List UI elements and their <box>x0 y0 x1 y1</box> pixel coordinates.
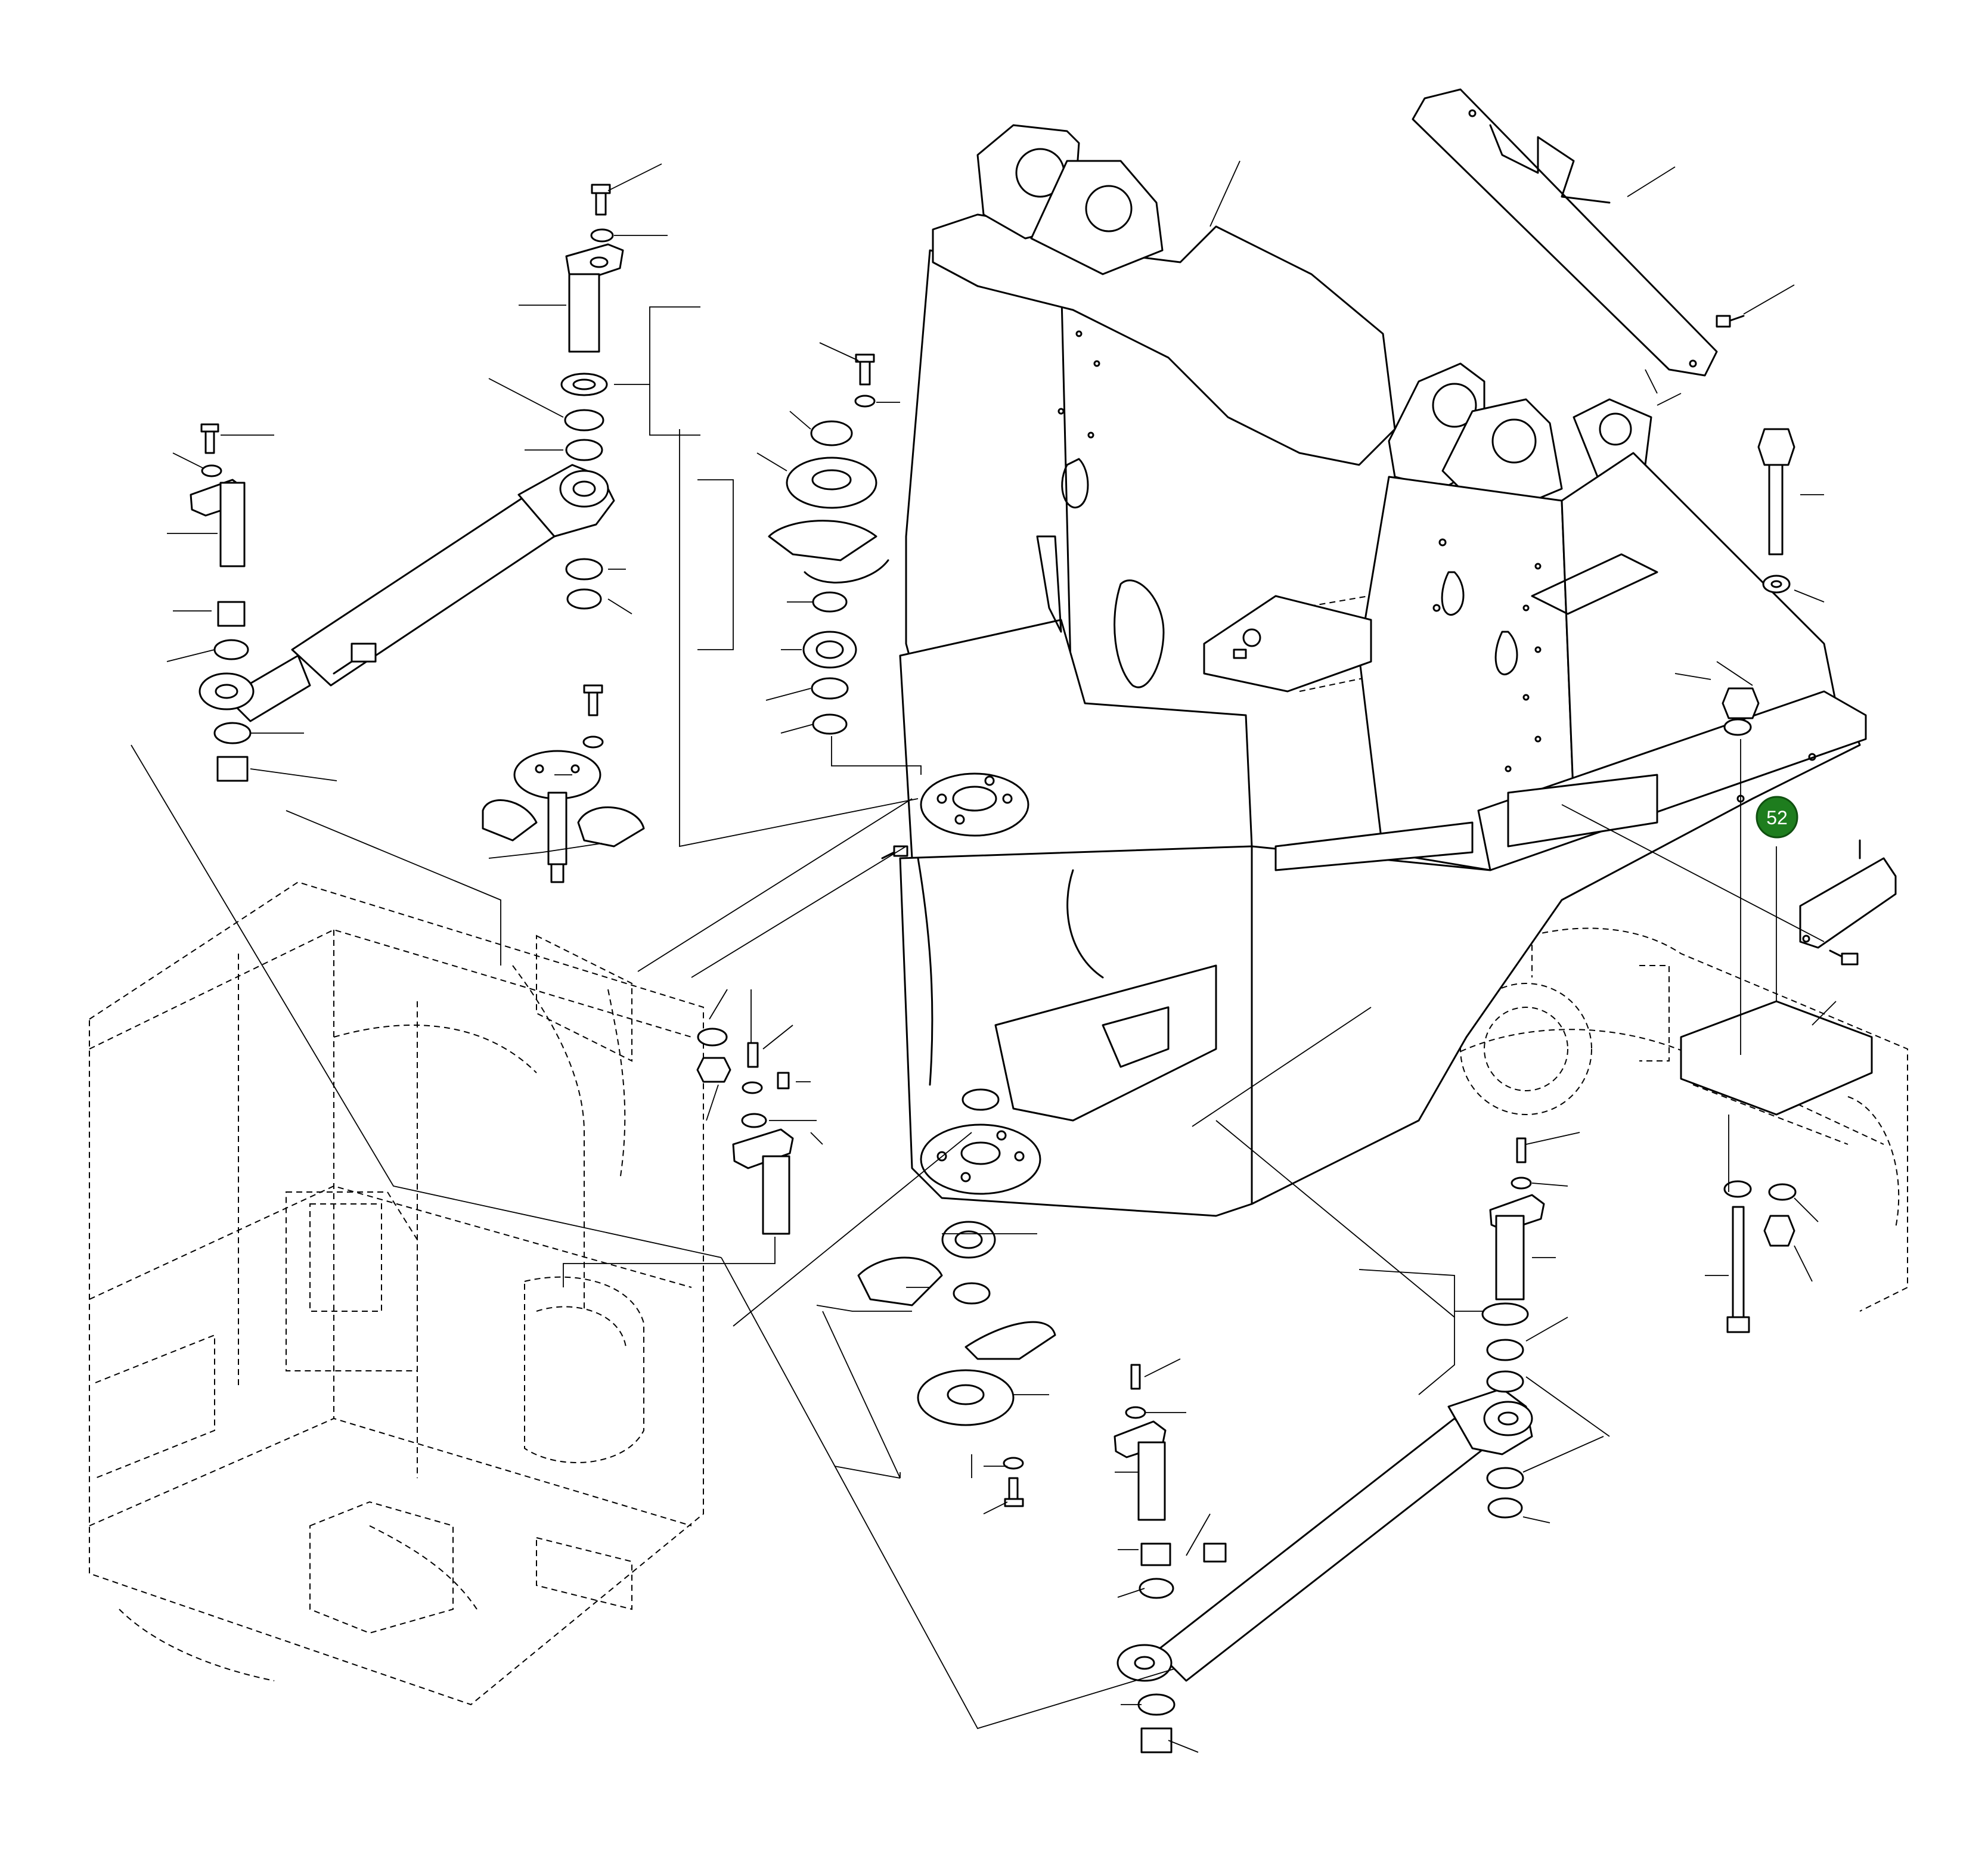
left-steering-cylinder <box>199 464 615 722</box>
upper-articulation-boss <box>920 772 1029 837</box>
pin-stack-bottom <box>1114 1364 1176 1753</box>
rear-chassis-outline <box>89 881 704 1706</box>
lower-articulation-boss <box>920 1123 1041 1195</box>
access-cover <box>1799 839 1897 966</box>
callout-52-badge[interactable] <box>1756 796 1798 839</box>
frame-hole-dots <box>1057 330 1816 803</box>
right-nut-washer <box>1674 673 1760 736</box>
bearing-stack-lower <box>857 1088 1056 1507</box>
cover-screw <box>1716 284 1795 328</box>
front-frame <box>899 124 1867 1217</box>
pin-stack-lower-center <box>696 1028 794 1235</box>
cover-plate <box>1412 88 1718 377</box>
leader-lines <box>131 160 1825 1753</box>
right-steering-cylinder <box>1116 1388 1533 1682</box>
axle-bolt-bottom <box>1705 1180 1819 1333</box>
axle-mount-pad <box>1680 1000 1873 1116</box>
callout-52-label: 52 <box>1766 807 1788 828</box>
grease-fittings <box>881 648 1247 859</box>
bearing-stack-upper <box>768 353 889 735</box>
pin-stack-upper-left <box>560 184 624 610</box>
pin-stack-middle <box>482 684 645 883</box>
right-bolt-top <box>1757 428 1825 603</box>
pin-stack-lower-right <box>1481 1137 1545 1519</box>
callout-52[interactable]: 52 <box>1756 796 1798 839</box>
pin-stack-left <box>190 423 252 782</box>
